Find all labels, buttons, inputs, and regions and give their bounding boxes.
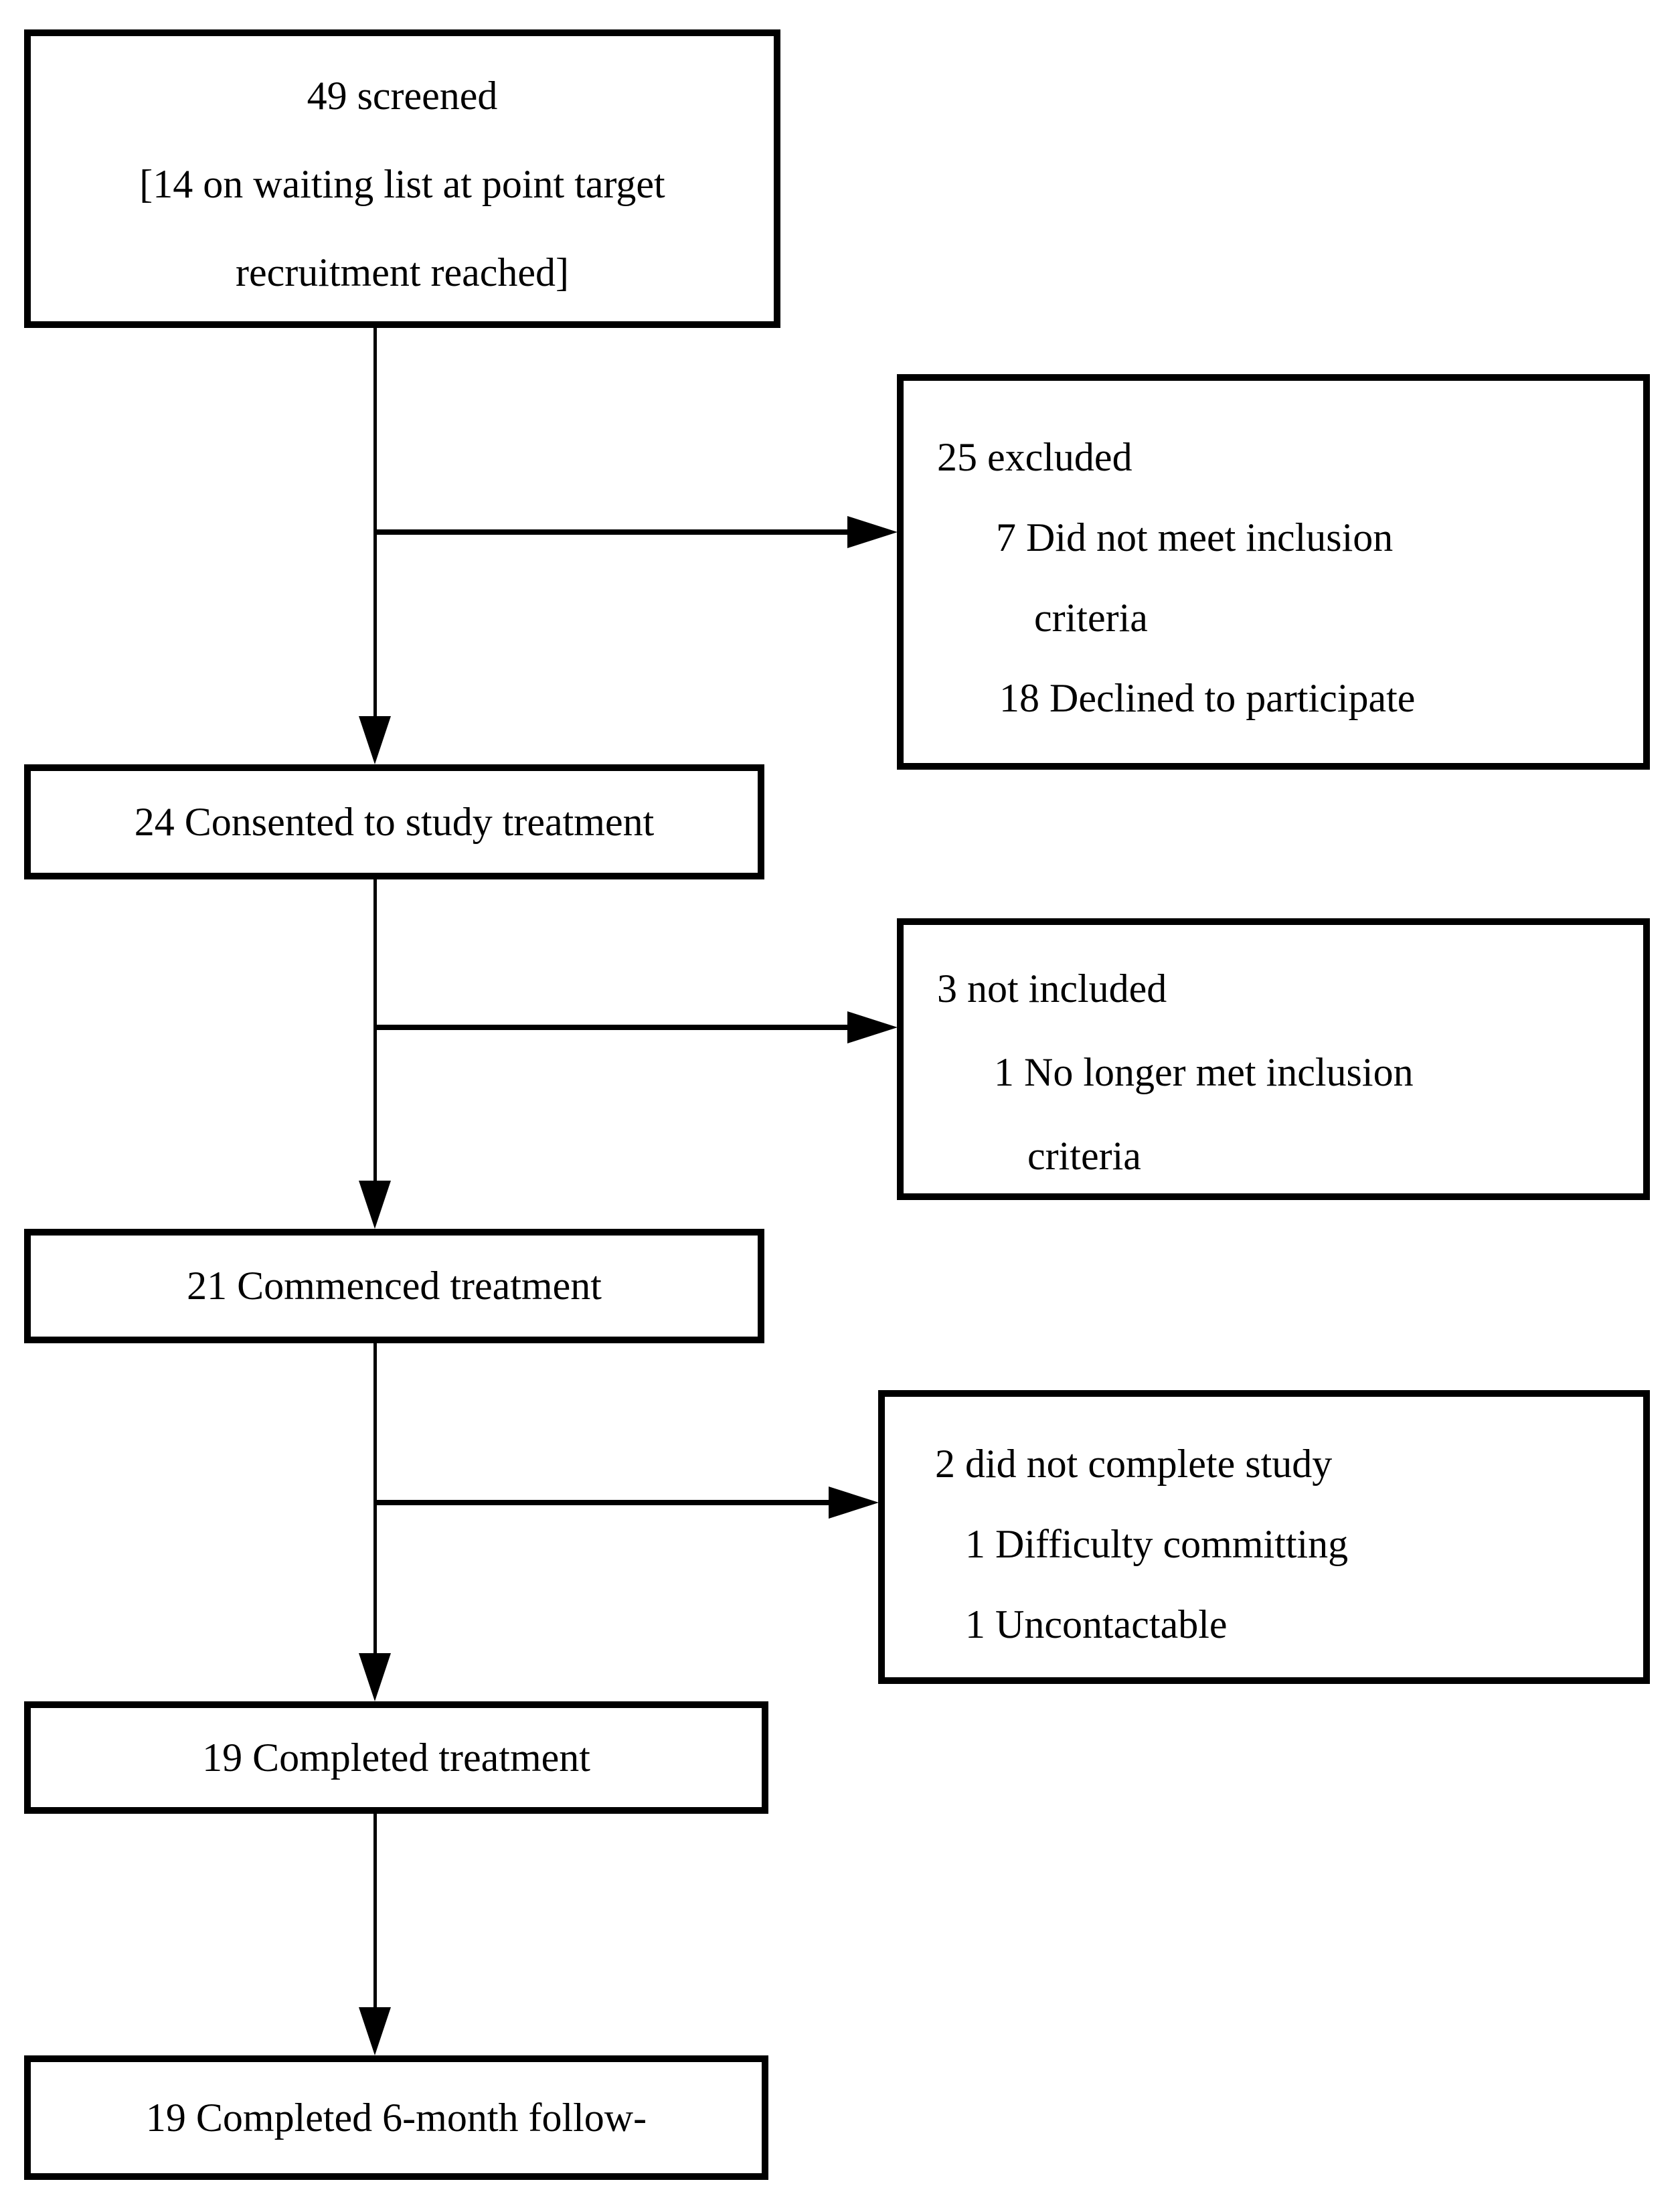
commenced-count-line: 21 Commenced treatment xyxy=(187,1264,602,1308)
arrowhead-right-excluded-icon xyxy=(847,516,898,548)
arrowhead-down-commenced-icon xyxy=(359,1181,391,1229)
arrowhead-down-followup-icon xyxy=(359,2007,391,2055)
arrowhead-right-not-included-icon xyxy=(847,1011,898,1043)
box-not-included: 3 not included 1 No longer met inclusion… xyxy=(897,918,1650,1200)
followup-count-line: 19 Completed 6-month follow- xyxy=(145,2095,647,2140)
screened-note-line-1: [14 on waiting list at point target xyxy=(139,162,665,206)
did-not-complete-reason-line-1: 1 Difficulty committing xyxy=(965,1522,1349,1566)
connector-consented-to-commenced xyxy=(373,879,377,1181)
excluded-reason-line-3: 18 Declined to participate xyxy=(999,676,1416,720)
excluded-reason-line-1: 7 Did not meet inclusion xyxy=(996,515,1394,560)
box-consented: 24 Consented to study treatment xyxy=(24,764,764,879)
box-did-not-complete: 2 did not complete study 1 Difficulty co… xyxy=(878,1390,1650,1684)
box-commenced: 21 Commenced treatment xyxy=(24,1229,764,1343)
did-not-complete-count-line: 2 did not complete study xyxy=(935,1442,1333,1486)
connector-commenced-to-completed xyxy=(373,1343,377,1653)
connector-screened-to-consented xyxy=(373,328,377,716)
arrowhead-right-did-not-complete-icon xyxy=(829,1487,879,1519)
arrowhead-down-consented-icon xyxy=(359,716,391,764)
branch-line-did-not-complete xyxy=(376,1500,830,1505)
branch-line-excluded xyxy=(376,529,849,535)
not-included-count-line: 3 not included xyxy=(937,966,1167,1011)
excluded-count-line: 25 excluded xyxy=(937,435,1132,479)
not-included-reason-line-1: 1 No longer met inclusion xyxy=(994,1050,1414,1094)
not-included-reason-line-2: criteria xyxy=(1027,1134,1141,1178)
box-completed-treatment: 19 Completed treatment xyxy=(24,1701,768,1814)
excluded-reason-line-2: criteria xyxy=(1034,596,1148,640)
consented-count-line: 24 Consented to study treatment xyxy=(134,799,655,844)
screened-note-line-2: recruitment reached] xyxy=(235,250,570,294)
connector-completed-to-followup xyxy=(373,1814,377,2007)
box-excluded: 25 excluded 7 Did not meet inclusion cri… xyxy=(897,374,1650,770)
arrowhead-down-completed-icon xyxy=(359,1653,391,1701)
did-not-complete-reason-line-2: 1 Uncontactable xyxy=(965,1602,1228,1646)
box-screened: 49 screened [14 on waiting list at point… xyxy=(24,29,780,328)
completed-count-line: 19 Completed treatment xyxy=(202,1735,590,1780)
branch-line-not-included xyxy=(376,1025,849,1030)
screened-count-line: 49 screened xyxy=(307,74,498,118)
box-followup: 19 Completed 6-month follow- xyxy=(24,2055,768,2180)
